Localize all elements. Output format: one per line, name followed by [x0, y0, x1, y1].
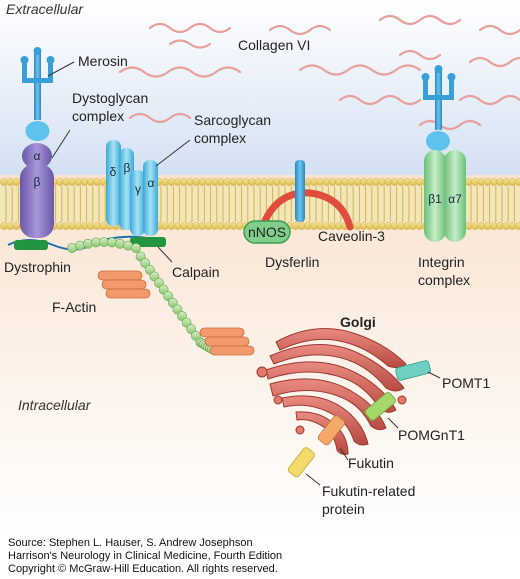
fukutin-related-label-line2: protein: [322, 501, 365, 517]
dystroglycan-complex: [20, 143, 54, 238]
f-actin-label: F-Actin: [52, 299, 96, 315]
extracellular-label: Extracellular: [6, 1, 84, 17]
dystroglycan-label-line1: Dystoglycan: [72, 90, 148, 106]
source-line-3: Copyright © McGraw-Hill Education. All r…: [8, 563, 278, 575]
caveolin-3-protein: [260, 189, 354, 231]
alpha-label: α: [34, 149, 41, 163]
muscle-membrane-diagram: α β δ β γ α nNOS β1 α7: [0, 0, 520, 540]
sarcoglycan-complex: [106, 140, 158, 236]
intracellular-label: Intracellular: [18, 397, 92, 413]
source-line-1: Source: Stephen L. Hauser, S. Andrew Jos…: [8, 537, 253, 549]
pomgnt1-label: POMGnT1: [398, 427, 465, 443]
dystrophin-label: Dystrophin: [4, 259, 71, 275]
beta1-label: β1: [428, 192, 442, 206]
pomgnt1-enzyme: [364, 391, 396, 421]
pomt1-label: POMT1: [442, 375, 490, 391]
alpha-sg-label: α: [148, 176, 155, 190]
golgi-label: Golgi: [340, 314, 376, 330]
beta1-integrin: [424, 150, 446, 242]
alpha7-label: α7: [448, 192, 462, 206]
dysferlin-label: Dysferlin: [265, 254, 319, 270]
alpha7-integrin: [444, 150, 466, 242]
beta-sg-label: β: [124, 161, 131, 175]
nnos-protein: [243, 220, 291, 244]
actin-bead: [115, 238, 125, 249]
actin-bead: [107, 237, 117, 248]
f-actin-bundle-left: [97, 270, 151, 299]
fukutin-label: Fukutin: [348, 455, 394, 471]
caveolin-3-label: Caveolin-3: [318, 228, 385, 244]
integrin-complex: [421, 65, 466, 242]
leader-lines: [47, 61, 441, 486]
fukutin-related-label-line1: Fukutin-related: [322, 483, 415, 499]
pomt1-enzyme: [395, 360, 431, 381]
integrin-label-line1: Integrin: [418, 254, 465, 270]
actin-bead: [83, 238, 93, 249]
alpha-sarcoglycan: [143, 160, 158, 236]
beta-dystroglycan: [20, 164, 54, 238]
sarcoglycan-label-line2: complex: [194, 130, 246, 146]
source-line-2: Harrison's Neurology in Clinical Medicin…: [8, 550, 283, 562]
sarcoglycan-label-line1: Sarcoglycan: [194, 112, 271, 128]
delta-label: δ: [110, 165, 117, 179]
delta-sarcoglycan: [106, 140, 121, 226]
dystrophin-bar: [14, 240, 48, 250]
collagen-vi-label: Collagen VI: [238, 37, 310, 53]
gamma-sarcoglycan: [130, 170, 145, 236]
dystroglycan-label-line2: complex: [72, 108, 124, 124]
nnos-label: nNOS: [248, 224, 286, 240]
beta-label: β: [34, 175, 41, 189]
f-actin-bundle-right: [199, 327, 255, 356]
integrin-label-line2: complex: [418, 272, 470, 288]
dysferlin-protein: [295, 160, 305, 222]
collagen-fibrils: [118, 14, 520, 131]
alpha-dystroglycan: [22, 143, 52, 169]
actin-bead: [131, 243, 141, 253]
fukutin-related-protein-enzyme: [287, 447, 315, 478]
actin-bead: [75, 240, 85, 251]
calpain-label: Calpain: [172, 264, 219, 280]
fukutin-enzyme: [317, 415, 345, 446]
merosin-protein: [20, 47, 55, 141]
merosin-label: Merosin: [78, 53, 128, 69]
gamma-label: γ: [135, 182, 141, 196]
